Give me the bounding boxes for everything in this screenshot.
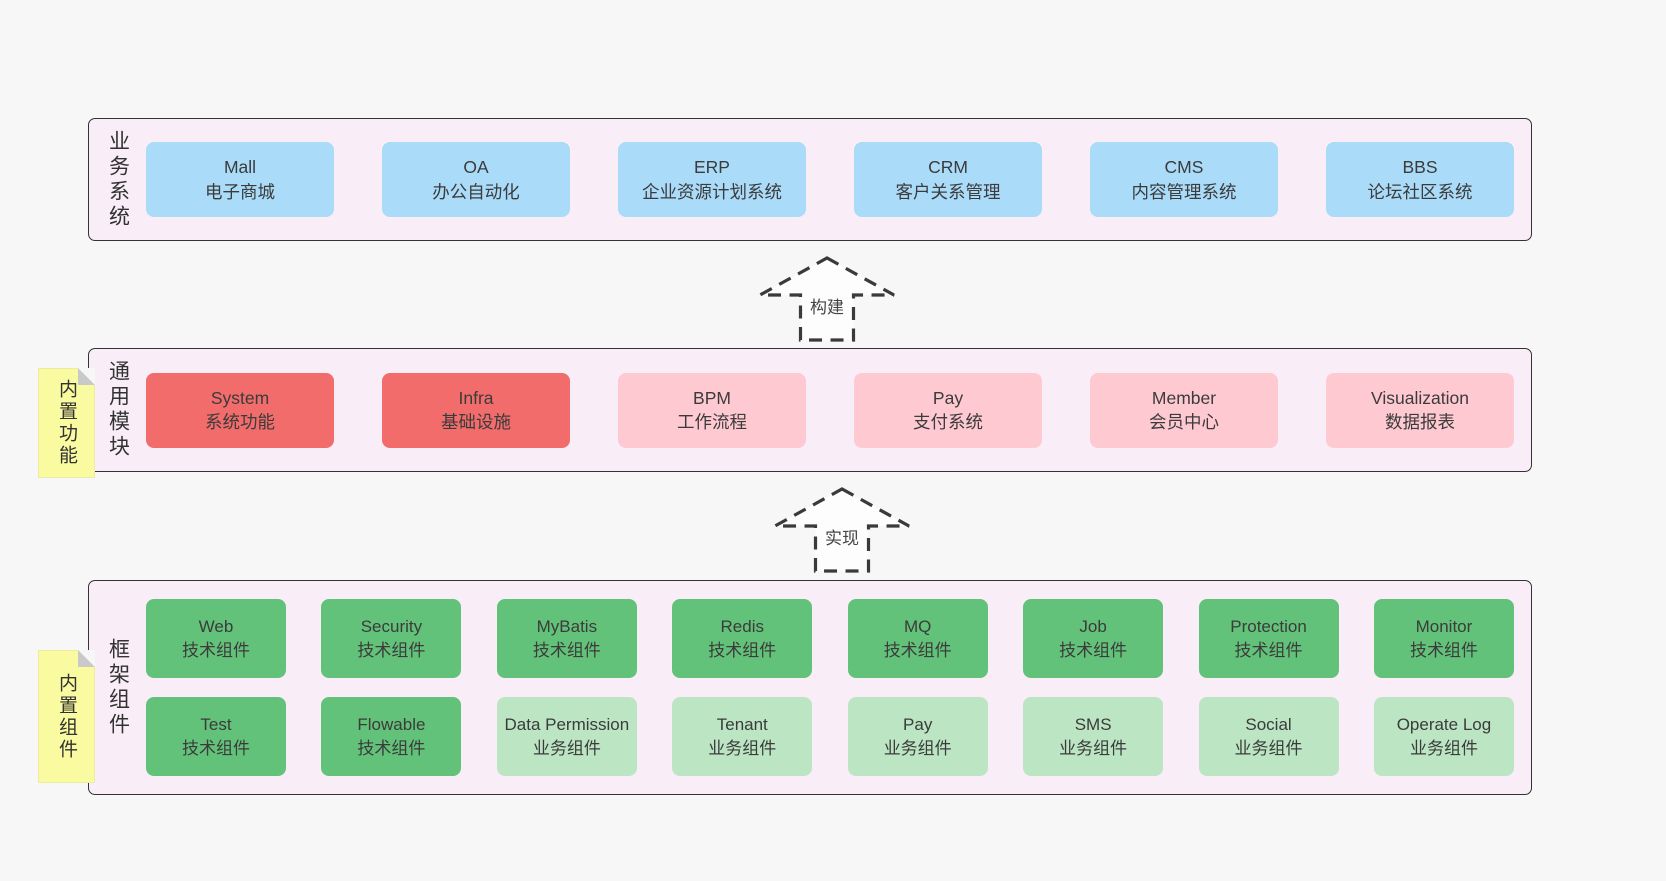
note-label: 内置组件: [56, 672, 77, 761]
box-system: System 系统功能: [146, 372, 334, 448]
band-framework-components: 框架组件 Web 技术组件 Security 技术组件 MyBatis 技术组件…: [88, 580, 1532, 795]
band-row: System 系统功能 Infra 基础设施 BPM 工作流程 Pay 支付系统…: [146, 372, 1514, 448]
box-monitor: Monitor 技术组件: [1373, 599, 1514, 678]
box-bpm: BPM 工作流程: [618, 372, 806, 448]
implement-arrow-icon: 实现: [772, 486, 912, 574]
box-member: Member 会员中心: [1090, 372, 1278, 448]
box-data-permission: Data Permission 业务组件: [496, 697, 637, 776]
box-erp: ERP 企业资源计划系统: [618, 142, 806, 217]
sticky-note-built-in-features: 内置功能: [38, 368, 95, 478]
box-mq: MQ 技术组件: [847, 599, 988, 678]
arrow-label: 实现: [822, 524, 862, 549]
box-sms: SMS 业务组件: [1023, 697, 1164, 776]
band-common-modules: 通用模块 System 系统功能 Infra 基础设施 BPM 工作流程 Pay: [88, 348, 1532, 472]
band-row: Mall 电子商城 OA 办公自动化 ERP 企业资源计划系统 CRM 客户关系…: [146, 142, 1514, 217]
box-security: Security 技术组件: [321, 599, 462, 678]
box-operate-log: Operate Log 业务组件: [1373, 697, 1514, 776]
box-test: Test 技术组件: [146, 697, 286, 776]
band-label-column: 业务系统: [89, 119, 146, 240]
box-job: Job 技术组件: [1023, 599, 1164, 678]
band-label-column: 通用模块: [89, 349, 146, 471]
band-title: 框架组件: [106, 637, 130, 738]
arrow-label: 构建: [807, 293, 847, 318]
sticky-note-built-in-components: 内置组件: [38, 650, 95, 783]
box-tenant: Tenant 业务组件: [672, 697, 813, 776]
box-protection: Protection 技术组件: [1198, 599, 1339, 678]
band-row-biz: Test 技术组件 Flowable 技术组件 Data Permission …: [146, 697, 1514, 776]
folded-corner-icon: [78, 368, 95, 385]
box-pay-system: Pay 支付系统: [854, 372, 1042, 448]
box-social: Social 业务组件: [1198, 697, 1339, 776]
band-row-tech: Web 技术组件 Security 技术组件 MyBatis 技术组件 Redi…: [146, 599, 1514, 678]
folded-corner-icon: [78, 650, 95, 667]
box-pay-component: Pay 业务组件: [847, 697, 988, 776]
box-infra: Infra 基础设施: [382, 372, 570, 448]
band-label-column: 框架组件: [89, 581, 146, 794]
box-bbs: BBS 论坛社区系统: [1326, 142, 1514, 217]
band-content: Mall 电子商城 OA 办公自动化 ERP 企业资源计划系统 CRM 客户关系…: [146, 119, 1531, 240]
box-cms: CMS 内容管理系统: [1090, 142, 1278, 217]
box-mybatis: MyBatis 技术组件: [496, 599, 637, 678]
box-mall: Mall 电子商城: [146, 142, 334, 217]
box-web: Web 技术组件: [146, 599, 286, 678]
box-crm: CRM 客户关系管理: [854, 142, 1042, 217]
box-visualization: Visualization 数据报表: [1326, 372, 1514, 448]
band-title: 通用模块: [106, 360, 130, 460]
box-flowable: Flowable 技术组件: [321, 697, 462, 776]
box-oa: OA 办公自动化: [382, 142, 570, 217]
band-business-systems: 业务系统 Mall 电子商城 OA 办公自动化 ERP 企业资源计划系统 CRM: [88, 118, 1532, 241]
band-content: Web 技术组件 Security 技术组件 MyBatis 技术组件 Redi…: [146, 581, 1531, 794]
band-title: 业务系统: [106, 129, 130, 230]
build-arrow-icon: 构建: [757, 255, 897, 343]
note-label: 内置功能: [56, 379, 77, 467]
band-content: System 系统功能 Infra 基础设施 BPM 工作流程 Pay 支付系统…: [146, 349, 1531, 471]
box-redis: Redis 技术组件: [672, 599, 813, 678]
